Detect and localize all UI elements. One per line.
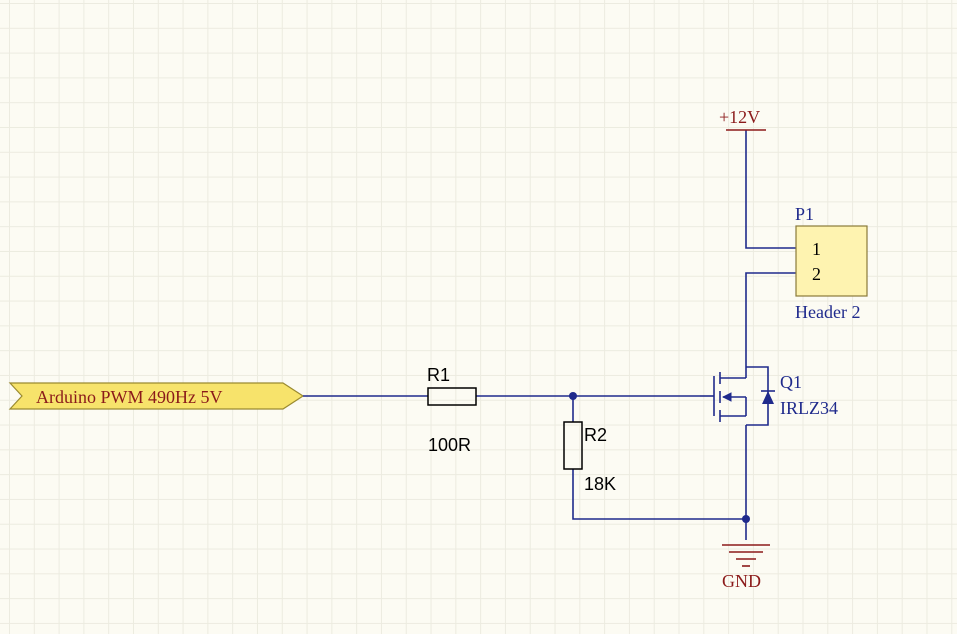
- wire-drain-to-p1-pin2[interactable]: [745, 272, 796, 367]
- p1-designator: P1: [795, 204, 814, 224]
- r2-value: 18K: [584, 474, 616, 494]
- wire-r2-to-gnd[interactable]: [572, 469, 746, 520]
- junction-gnd-node: [742, 515, 750, 523]
- wires: [303, 130, 796, 540]
- power-port-gnd[interactable]: GND: [722, 544, 770, 591]
- power-port-12v[interactable]: +12V: [719, 107, 766, 131]
- power-12v-label: +12V: [719, 107, 760, 127]
- power-gnd-label: GND: [722, 571, 761, 591]
- r1-value: 100R: [428, 435, 471, 455]
- q1-value: IRLZ34: [780, 398, 838, 418]
- net-port-arduino-pwm[interactable]: Arduino PWM 490Hz 5V: [8, 382, 305, 410]
- resistor-r1[interactable]: R1 100R: [427, 365, 477, 455]
- q1-designator: Q1: [780, 372, 802, 392]
- mosfet-q1[interactable]: Q1 IRLZ34: [700, 366, 838, 426]
- resistor-r2[interactable]: R2 18K: [563, 421, 616, 494]
- r1-designator: R1: [427, 365, 450, 385]
- junction-gate-node: [569, 392, 577, 400]
- p1-pin1-label: 1: [812, 239, 821, 259]
- r2-designator: R2: [584, 425, 607, 445]
- header-p1[interactable]: P1 1 2 Header 2: [795, 204, 868, 322]
- net-port-label: Arduino PWM 490Hz 5V: [36, 387, 223, 407]
- p1-comment: Header 2: [795, 302, 860, 322]
- p1-pin2-label: 2: [812, 264, 821, 284]
- wire-12v-to-p1-pin1[interactable]: [745, 130, 796, 249]
